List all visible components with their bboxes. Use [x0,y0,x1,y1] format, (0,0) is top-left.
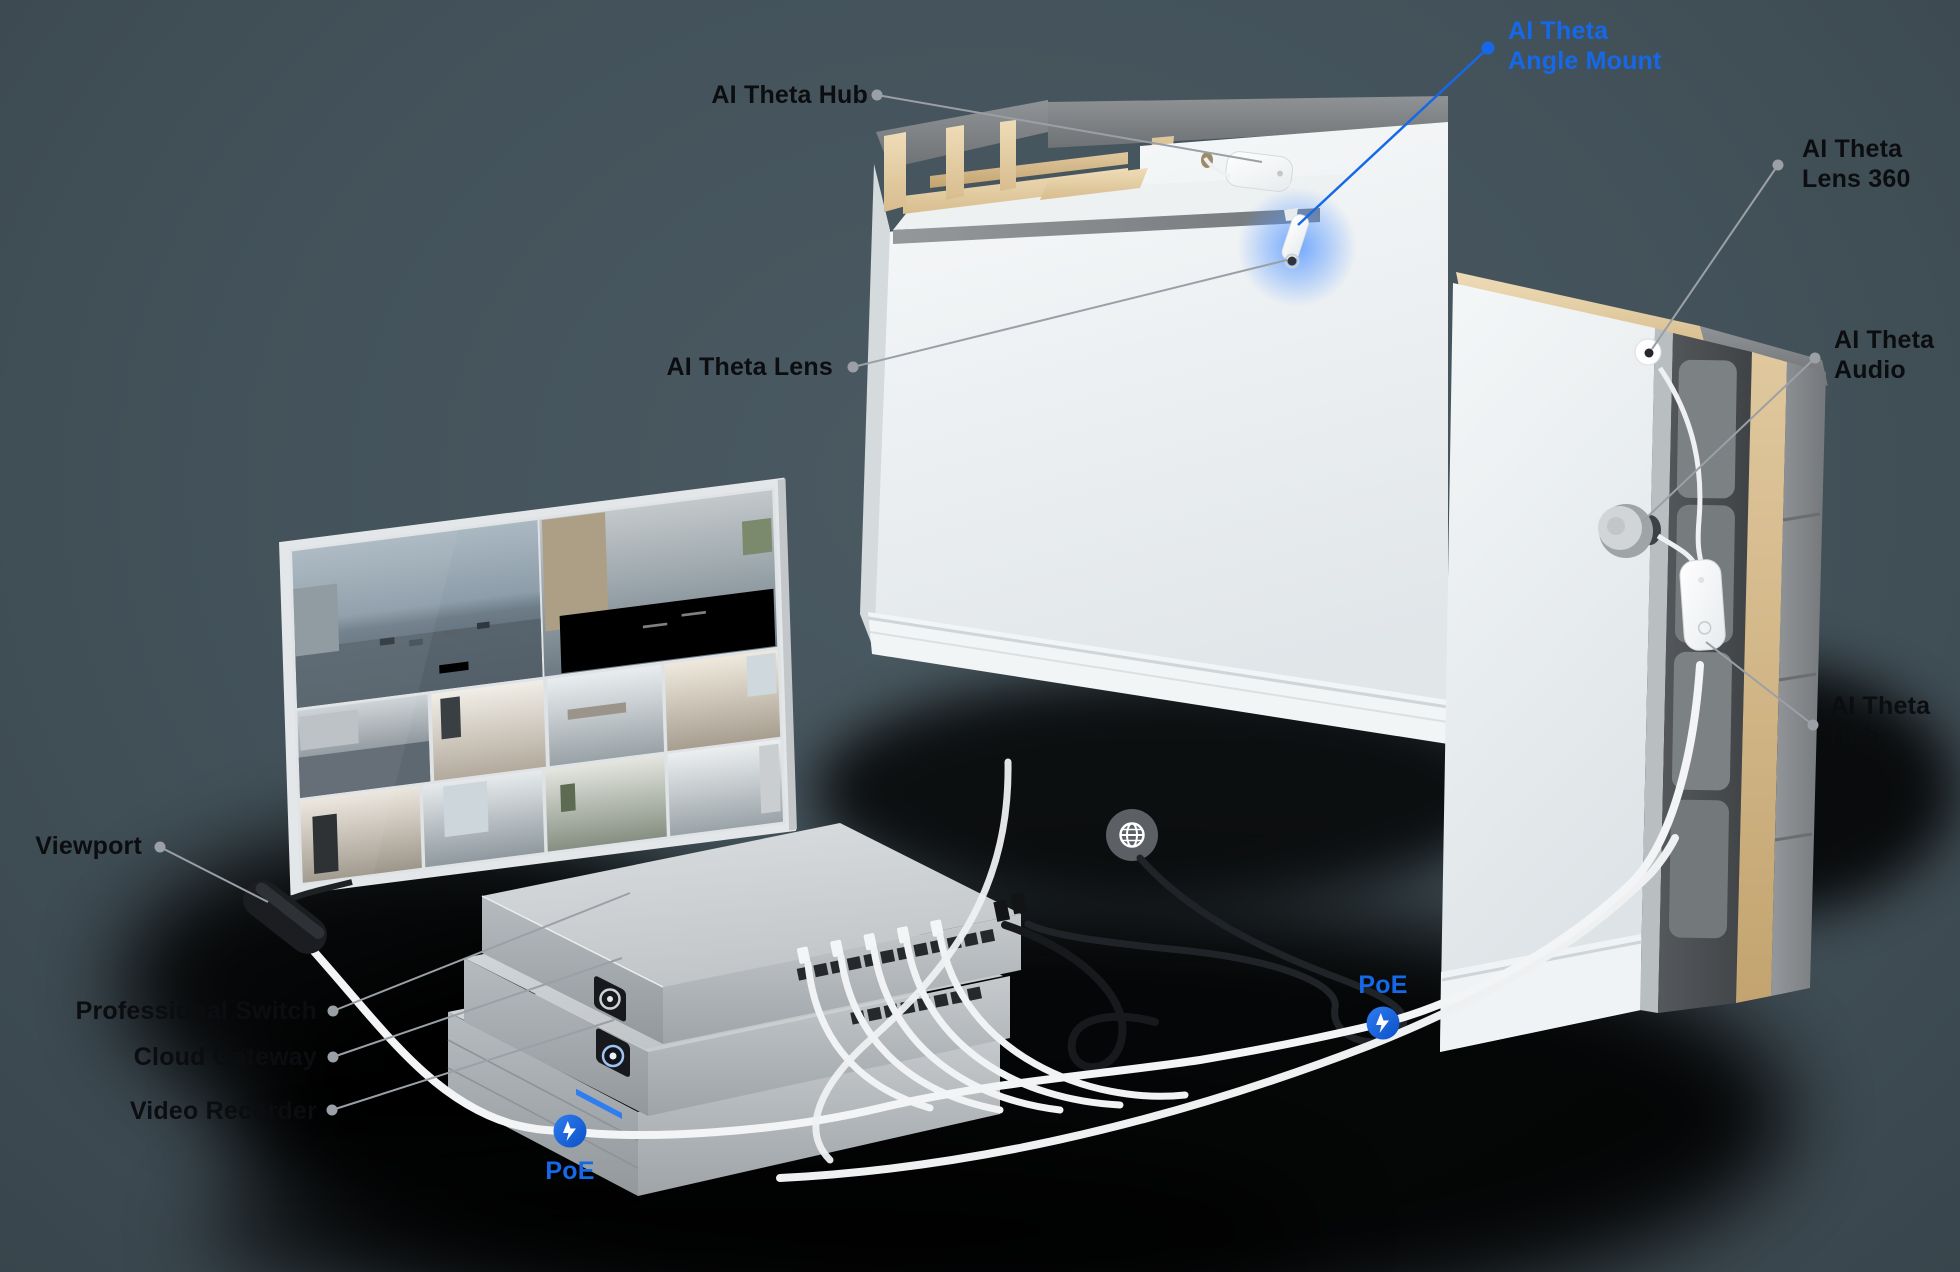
viewport-adapter-device [243,880,327,954]
internet-cable [1024,854,1408,1046]
leader-lens-360 [1651,164,1779,350]
wall-deck [893,174,1347,230]
label-video-recorder: Video Recorder [129,1097,317,1125]
drywall-panel-right [1440,283,1655,1052]
label-ai-theta-hub-right: AI Theta Hub [1830,692,1931,750]
leader-audio [1641,357,1816,523]
leader-lines [154,89,1821,1116]
wall-cutaway-right [1440,272,1828,1052]
deck-edge [893,208,1320,244]
label-cloud-gateway: Cloud Gateway [133,1043,317,1071]
label-ai-theta-angle-mount[interactable]: AI Theta Angle Mount [1508,17,1662,75]
label-poe-left: PoE [545,1157,595,1185]
wall-cutaway-left [860,96,1449,744]
camera-tile [547,664,665,767]
leader-hub-right [1705,641,1814,726]
insulation-block [1676,359,1737,499]
monitor-viewport-display [279,477,797,896]
ai-theta-hub-device-right [1679,559,1726,651]
camera-tile [545,754,667,852]
leader-viewport [159,846,269,903]
baseboard-right [1440,934,1641,1052]
cables [306,661,1704,1182]
label-professional-switch: Professional Switch [75,997,317,1025]
poe-cable-1 [306,661,1704,1140]
poe-badge-right [1366,1006,1400,1040]
label-ai-theta-audio: AI Theta Audio [1834,326,1935,384]
wood-stud-right [1736,352,1787,1003]
globe-icon [1106,809,1158,861]
label-ai-theta-lens-360: AI Theta Lens 360 [1802,135,1911,193]
label-ai-theta-hub-top: AI Theta Hub [711,81,868,109]
lightning-bolt-icon [1376,1013,1389,1033]
leader-switch [332,892,631,1012]
baseboard [868,612,1448,744]
label-viewport: Viewport [35,832,142,860]
leader-lens [852,259,1288,368]
label-poe-right: PoE [1358,971,1408,999]
leader-recorder [331,1019,615,1111]
recorder-blue-strip [576,1088,622,1119]
power-cable [1001,921,1159,1072]
leader-hub-top [876,94,1263,163]
leader-gateway [332,957,623,1058]
lightning-bolt-icon [563,1121,576,1141]
wood-rail-back [930,152,1128,188]
ai-theta-audio-device [1598,504,1661,558]
label-ai-theta-lens: AI Theta Lens [666,353,833,381]
camera-tile [667,739,783,837]
poe-badge-left [553,1114,587,1148]
wood-stud [884,132,906,212]
ai-theta-hub-device [1225,151,1293,192]
camera-lens-dot [1287,256,1297,266]
leader-angle-mount [1297,41,1495,226]
